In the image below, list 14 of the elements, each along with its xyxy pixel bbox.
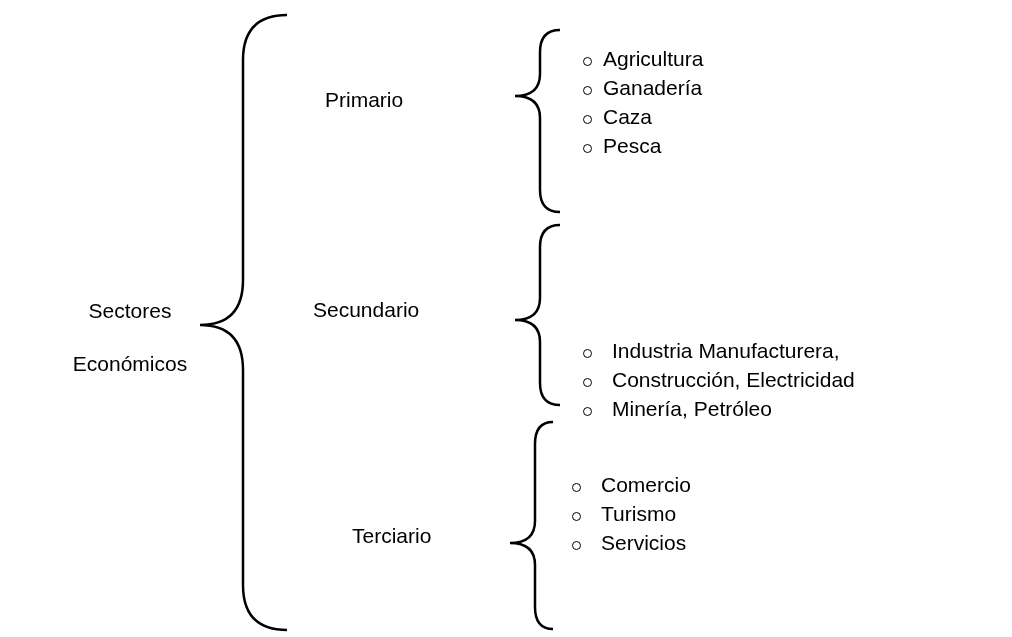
- list-item: Servicios: [601, 530, 687, 556]
- sector-heading: Terciario: [352, 523, 432, 549]
- sector-heading: Primario: [325, 87, 404, 113]
- list-item: Minería, Petróleo: [612, 396, 772, 422]
- list-item: Ganadería: [603, 75, 703, 101]
- list-item: Construcción, Electricidad: [612, 367, 855, 393]
- list-item: Pesca: [603, 133, 662, 159]
- list-item: Turismo: [601, 501, 677, 527]
- root-heading: Sectores Económicos: [71, 298, 189, 377]
- sector-heading: Secundario: [313, 297, 420, 323]
- list-item: Agricultura: [603, 46, 704, 72]
- list-item: Industria Manufacturera,: [612, 338, 840, 364]
- list-item: Caza: [603, 104, 653, 130]
- list-item: Comercio: [601, 472, 691, 498]
